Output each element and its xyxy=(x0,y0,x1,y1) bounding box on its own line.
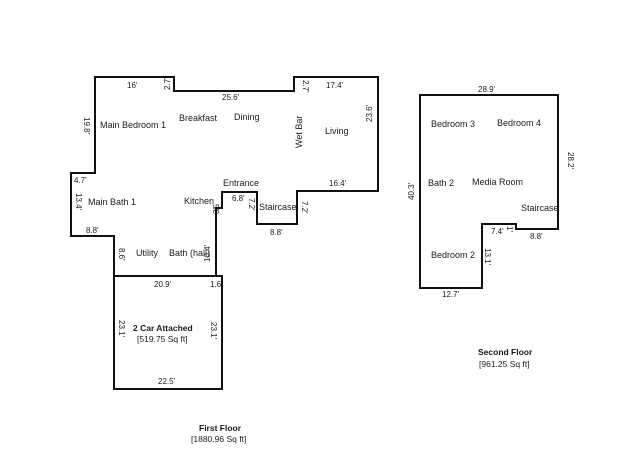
dim-left-step: 4.7' xyxy=(74,176,87,185)
room-main-bedroom-1: Main Bedroom 1 xyxy=(100,120,166,130)
dim-top-c: 25.6' xyxy=(222,93,240,102)
room-wet-bar: Wet Bar xyxy=(294,116,304,148)
dim-utility-side: 8.6' xyxy=(117,248,126,261)
dim-entrance-w: 6.8' xyxy=(232,194,245,203)
room-bath-2: Bath 2 xyxy=(428,178,454,188)
dim-garage-left: 23.1' xyxy=(117,320,126,338)
dim-stair-w: 8.8' xyxy=(270,228,283,237)
room-entrance: Entrance xyxy=(223,178,259,188)
dim-bottom-bath: 8.8' xyxy=(86,226,99,235)
dim-right-living: 23.6' xyxy=(365,104,374,122)
room-bedroom-2: Bedroom 2 xyxy=(431,250,475,260)
dim-garage-top-a: 20.9' xyxy=(154,280,172,289)
room-bedroom-4: Bedroom 4 xyxy=(497,118,541,128)
dim-top-b: 2.7' xyxy=(163,77,172,90)
dim-left-bath: 13.4' xyxy=(74,193,83,211)
room-bath-hall: Bath (hall) xyxy=(169,248,210,258)
second-floor-outline xyxy=(419,94,559,289)
room-breakfast: Breakfast xyxy=(179,113,218,123)
dim-second-top: 28.9' xyxy=(478,85,496,94)
dim-second-bottom: 12.7' xyxy=(442,290,460,299)
first-floor-title: First Floor xyxy=(199,423,242,433)
dim-step-w: 7.4' xyxy=(491,227,504,236)
dim-left-bedroom: 19.8' xyxy=(82,117,91,135)
dim-garage-bottom: 22.5' xyxy=(158,377,176,386)
second-floor-area: [961.25 Sq ft] xyxy=(479,359,530,369)
room-main-bath-1: Main Bath 1 xyxy=(88,197,136,207)
dim-top-d: 2.7' xyxy=(301,80,310,93)
dim-kitchen-b: 3' xyxy=(212,208,221,214)
dim-top-e: 17.4' xyxy=(326,81,344,90)
garage-title: 2 Car Attached xyxy=(133,323,193,333)
room-media-room: Media Room xyxy=(472,177,523,187)
dim-top-a: 16' xyxy=(127,81,138,90)
room-bedroom-3: Bedroom 3 xyxy=(431,119,475,129)
dim-garage-top-b: 1.6' xyxy=(210,280,223,289)
dim-kitchen-a: 5' xyxy=(211,204,220,210)
garage-area: [519.75 Sq ft] xyxy=(137,334,188,344)
dim-garage-right: 23.1' xyxy=(209,322,218,340)
room-staircase: Staircase xyxy=(259,202,297,212)
room-utility: Utility xyxy=(136,248,158,258)
room-living: Living xyxy=(325,126,349,136)
dim-second-right: 28.2' xyxy=(566,152,575,170)
dim-living-bottom: 16.4' xyxy=(329,179,347,188)
garage-outline xyxy=(113,275,223,390)
first-floor-area: [1880.96 Sq ft] xyxy=(191,434,246,444)
room-staircase-2: Staircase xyxy=(521,203,559,213)
dim-bed2-side: 13.1' xyxy=(483,248,492,266)
dim-hall-side: 10.4' xyxy=(203,244,212,262)
room-kitchen: Kitchen xyxy=(184,196,214,206)
dim-stair-h: 7.2' xyxy=(300,201,309,214)
dim-stair-bottom: 8.8' xyxy=(530,232,543,241)
room-dining: Dining xyxy=(234,112,260,122)
dim-entrance-h: 7.2' xyxy=(247,198,256,211)
dim-step-h: 1' xyxy=(505,226,514,232)
second-floor-title: Second Floor xyxy=(478,347,533,357)
first-floor-outline xyxy=(70,76,379,277)
dim-second-left: 40.3' xyxy=(407,182,416,200)
